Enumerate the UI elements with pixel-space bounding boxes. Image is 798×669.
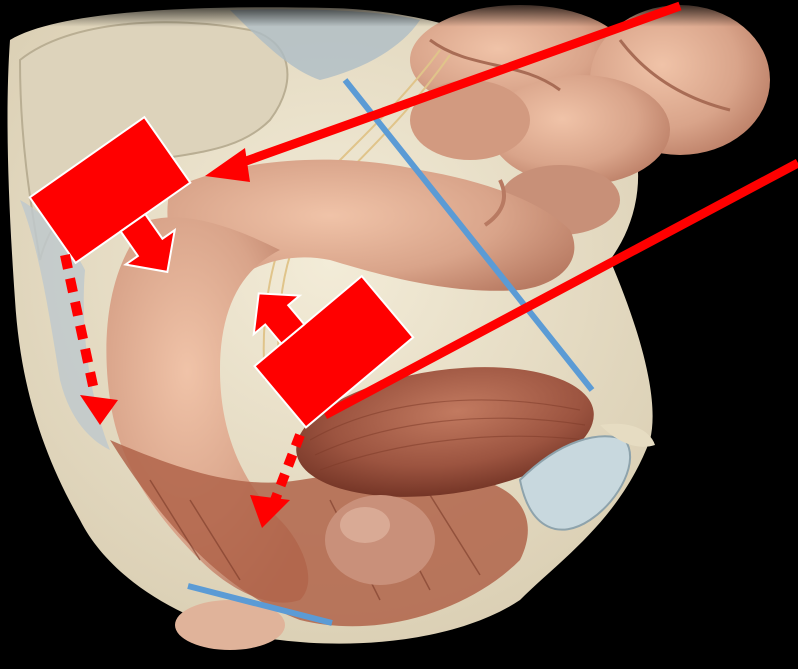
pelvic-anatomy-illustration <box>0 0 798 669</box>
anatomy-figure <box>0 0 798 669</box>
